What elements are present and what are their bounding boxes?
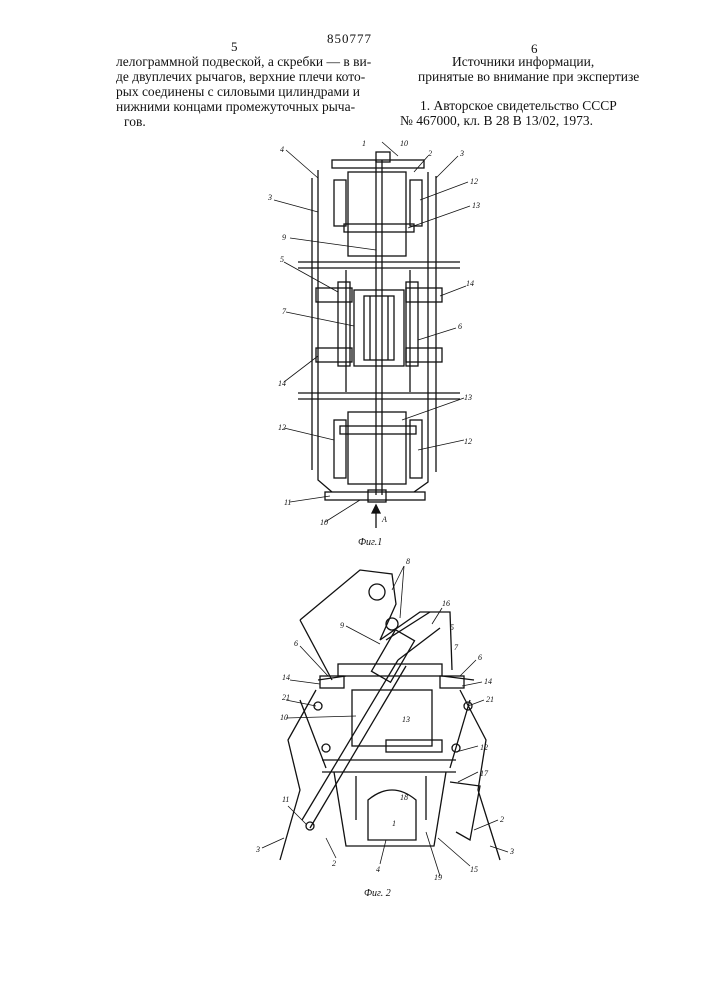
fig2-callout: 18 [400,793,408,802]
fig2-callout: 21 [282,693,290,702]
fig2-callout: 1 [392,819,396,828]
fig2-callout: 3 [509,847,514,856]
fig2-callout: 17 [480,769,489,778]
fig2-callout: 14 [282,673,290,682]
fig2-callout: 6 [478,653,482,662]
fig2-callout: 16 [442,599,450,608]
fig2-callout: 10 [280,713,288,722]
fig2-callout: 2 [332,859,336,868]
fig2-callout: 11 [282,795,289,804]
fig2-callout: 3 [255,845,260,854]
fig2-callout: 21 [486,695,494,704]
fig2-callout: 6 [294,639,298,648]
fig2-callout: 15 [470,865,478,874]
fig2-callout: 4 [376,865,380,874]
figure-2-caption: Фиг. 2 [364,888,391,899]
fig2-callout: 19 [434,873,442,882]
fig2-callout: 12 [480,743,488,752]
fig2-callout: 2 [500,815,504,824]
fig2-callout: 9 [340,621,344,630]
fig2-callout: 8 [406,557,410,566]
fig2-callout: 5 [450,623,454,632]
fig2-callout: 13 [402,715,410,724]
fig2-callout: 14 [484,677,492,686]
fig2-callout: 7 [454,643,459,652]
